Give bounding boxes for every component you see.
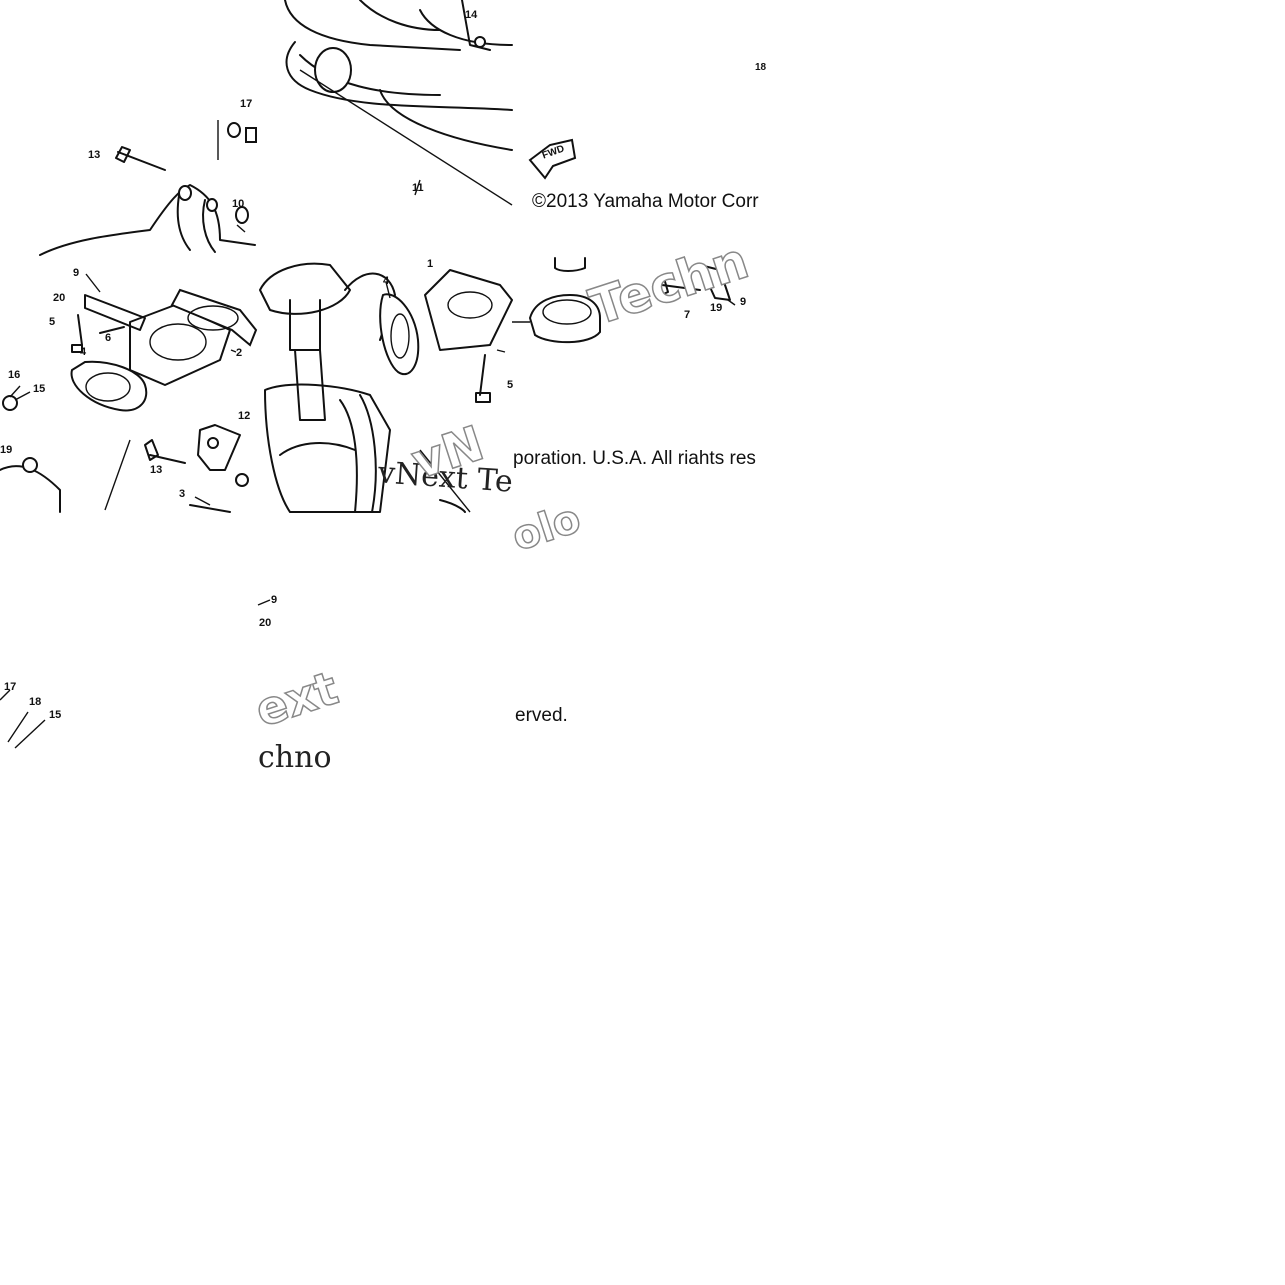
leader-lines [0, 179, 736, 749]
part-label: 19 [710, 302, 723, 314]
part-label: 20 [259, 617, 272, 629]
part-label: 15 [33, 383, 46, 395]
part-label: 17 [240, 98, 253, 110]
part-label: 3 [179, 488, 186, 500]
exhaust-pipe-assembly [284, 0, 513, 206]
part-label: 13 [88, 149, 101, 161]
part-label: 4 [383, 275, 390, 287]
part-label: 14 [465, 9, 478, 21]
muffler-body [259, 262, 513, 513]
part-label: 18 [755, 62, 767, 73]
part-label: 19 [0, 444, 13, 456]
copyright-text-part1: ©2013 Yamaha Motor Corr [532, 191, 759, 212]
part-label: 5 [49, 316, 56, 328]
copyright-text-part2: poration. U.S.A. All riahts res [513, 448, 756, 469]
grommet-and-clip [512, 257, 731, 344]
part-label: 9 [740, 296, 747, 308]
part-label: 4 [80, 346, 87, 358]
part-label: 11 [412, 182, 424, 194]
part-label: 9 [73, 267, 80, 279]
part-label: 6 [105, 332, 112, 344]
manifold-flange-group [0, 288, 258, 513]
part-label: 16 [8, 369, 21, 381]
fwd-arrow-icon [528, 138, 577, 180]
part-label: 15 [49, 709, 62, 721]
part-label: 13 [150, 464, 163, 476]
part-label: 5 [507, 379, 514, 391]
part-label: 18 [29, 696, 42, 708]
part-label: 17 [4, 681, 17, 693]
part-label: 7 [684, 309, 691, 321]
copyright-text-part3: erved. [515, 705, 568, 726]
watermark-text: chno [258, 740, 332, 775]
part-label: 1 [427, 258, 434, 270]
part-label: 12 [238, 410, 251, 422]
part-label: 20 [53, 292, 66, 304]
part-label: 2 [236, 347, 243, 359]
part-label: 10 [232, 198, 245, 210]
bracket-bolt-group [39, 120, 257, 256]
part-label: 9 [271, 594, 278, 606]
